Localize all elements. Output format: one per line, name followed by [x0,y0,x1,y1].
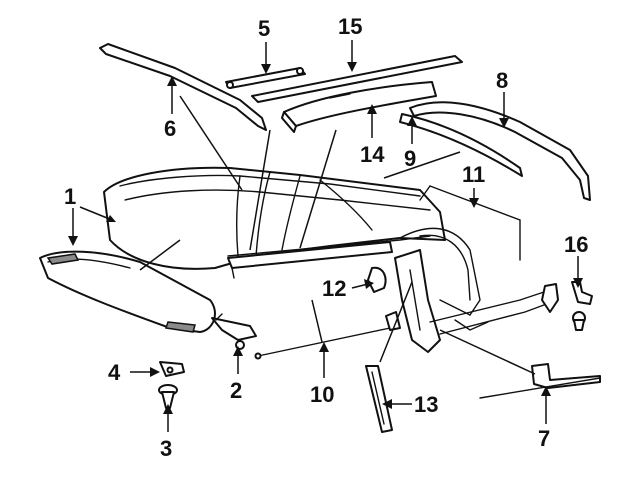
part-10-cable [254,327,391,360]
callout-14: 14 [360,142,385,167]
callout-6: 6 [164,116,176,141]
part-1-tonneau-cover [39,250,216,333]
part-7-cable-bracket [479,363,601,399]
top-frame-assembly [103,166,559,353]
callout-10: 10 [310,382,334,407]
part-13-seal-strip [365,365,393,433]
part-5-rail [225,67,306,89]
callout-5: 5 [258,16,270,41]
callout-7: 7 [538,426,550,451]
part-3-stud [158,384,178,409]
callout-1: 1 [64,184,76,209]
part-14-header-panel [281,81,437,133]
part-2-hinge-bracket [211,313,257,350]
part-11-bracket [419,185,521,261]
leader-lines [68,40,583,432]
part-6-side-rail [99,43,267,131]
callout-3: 3 [160,436,172,461]
small-bracket [385,311,401,331]
part-9-weatherstrip [399,113,523,177]
callout-12: 12 [322,276,346,301]
callout-9: 9 [404,146,416,171]
callout-11: 11 [462,162,485,187]
part-4-clip [159,361,185,377]
callout-4: 4 [108,360,121,385]
part-8-side-rail [409,101,591,201]
callout-labels: 1 2 3 4 5 6 7 8 9 10 11 12 13 14 15 16 [64,14,588,461]
callout-16: 16 [564,232,588,257]
callout-8: 8 [496,68,508,93]
part-12-latch [367,266,387,293]
part-16-bolt [571,281,593,331]
callout-15: 15 [338,14,362,39]
part-15-trim-strip [251,55,463,103]
callout-13: 13 [414,392,438,417]
callout-2: 2 [230,378,242,403]
